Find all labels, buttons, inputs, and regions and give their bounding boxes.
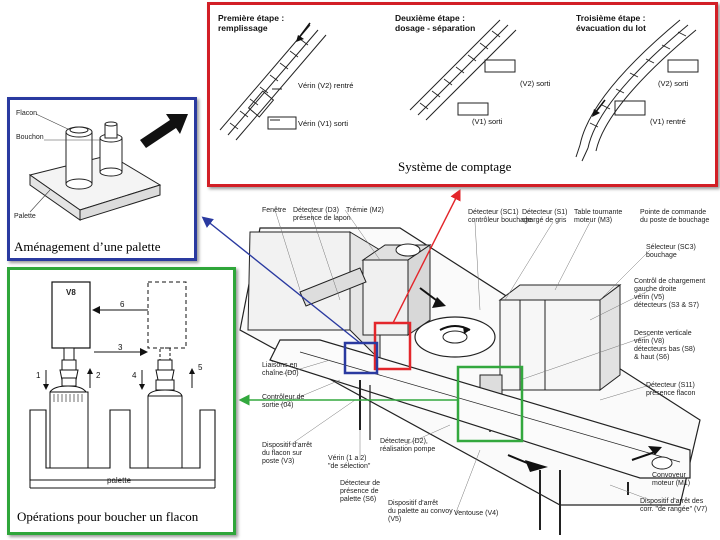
label-loading-control: Contrôl de chargement gauche droite véri…: [634, 278, 706, 309]
capping-illustration: 1 2 3 4 5 6: [29, 281, 216, 489]
label-vertical-descent: Descente verticale vérin (V8) détecteurs…: [634, 330, 696, 361]
step-4-number: 4: [132, 371, 137, 380]
label-chain-links: Liaisons en chaîne (D0): [262, 362, 299, 377]
label-detector-d3: Détecteur (D3) présence de lapon: [293, 207, 351, 222]
counting-system-panel: Première étape : remplissage Vérin (V2) …: [207, 2, 718, 187]
label-row-stop: Dispositif d'arrêt des corr. "de rangée"…: [640, 498, 708, 513]
label-pallet: Palette: [14, 213, 36, 220]
stage-3-v2-state: (V2) sorti: [658, 79, 689, 88]
label-actuator-v8: V8: [66, 288, 76, 297]
step-2-number: 2: [96, 371, 101, 380]
counting-highlight-box: [373, 321, 412, 371]
label-output-controller: Contrôleur de sortie (04): [262, 394, 305, 409]
label-conveyor-motor: Convoyeur moteur (M1): [652, 472, 691, 487]
counting-stages-illustration: [219, 19, 699, 162]
stage-3-title: Troisième étape : évacuation du lot: [576, 13, 646, 33]
label-control-point: Pointe de commande du poste de bouchage: [640, 209, 710, 224]
label-flask-stop: Dispositif d'arrêt du flacon sur poste (…: [262, 442, 312, 465]
label-hopper: Trémie (M2): [346, 207, 384, 214]
step-6-number: 6: [120, 300, 125, 309]
stage-2-v2-state: (V2) sorti: [520, 79, 551, 88]
label-detector-s1: Détecteur (S1) chargé de gris: [522, 209, 568, 224]
label-capping-pallet: palette: [107, 476, 132, 485]
capping-caption: Opérations pour boucher un flacon: [17, 509, 199, 524]
stage-2-v1-state: (V1) sorti: [472, 117, 503, 126]
pallet-layout-panel: Flacon Bouchon Palette Aménagement d’une…: [7, 97, 197, 261]
stage-1-title: Première étape : remplissage: [218, 13, 285, 33]
counting-connector-arrow: [392, 188, 461, 324]
label-selection-cylinder: Vérin (1 a 2) "de sélection": [328, 455, 371, 470]
pallet-connector-arrow: [201, 216, 361, 344]
label-pallet-detector: Détecteur de présence de palette (S6): [340, 480, 381, 503]
capping-highlight-box: [456, 365, 524, 443]
stage-2-title: Deuxième étape : dosage - séparation: [395, 13, 476, 33]
label-selector-sc3: Sélecteur (SC3) bouchage: [646, 244, 696, 259]
stage-1-v2-state: Vérin (V2) rentré: [298, 81, 354, 90]
step-1-number: 1: [36, 371, 41, 380]
pallet-caption: Aménagement d’une palette: [14, 239, 161, 254]
capping-operations-panel: 1 2 3 4 5 6 V8 palette Opérations pour b…: [7, 267, 236, 535]
stage-1-v1-state: Vérin (V1) sorti: [298, 119, 349, 128]
step-3-number: 3: [118, 343, 123, 352]
pallet-illustration: [28, 113, 188, 221]
counting-caption: Système de comptage: [398, 159, 512, 174]
label-detector-sc1: Détecteur (SC1) contrôleur bouchage: [468, 209, 532, 224]
label-detector-s11: Détecteur (S11) présence flacon: [646, 382, 696, 397]
pallet-highlight-box: [343, 341, 379, 375]
label-flask: Flacon: [16, 110, 38, 117]
stage-3-v1-state: (V1) rentré: [650, 117, 686, 126]
label-detector-d2: Détecteur (D2), réalisation pompe: [380, 438, 436, 453]
step-5-number: 5: [198, 363, 203, 372]
label-cap: Bouchon: [16, 134, 44, 141]
label-window: Fenêtre: [262, 207, 287, 214]
label-turntable: Table tournante moteur (M3): [574, 209, 623, 224]
label-suction-cup: Ventouse (V4): [454, 510, 499, 517]
label-pallet-stop: Dispositif d'arrêt du palette au convoy …: [388, 500, 453, 523]
